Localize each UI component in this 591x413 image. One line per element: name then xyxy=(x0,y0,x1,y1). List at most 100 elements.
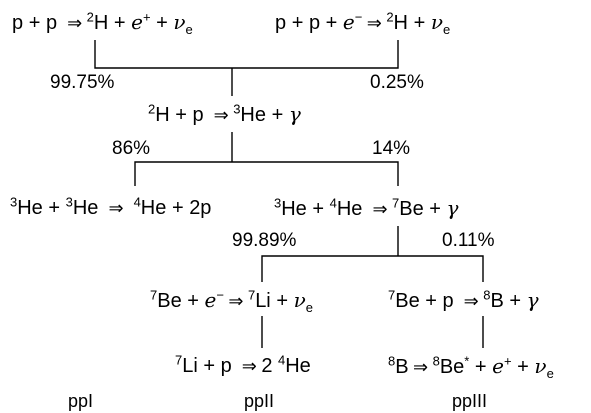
plus: + xyxy=(517,356,529,378)
plus: + xyxy=(425,290,437,312)
charge: − xyxy=(216,287,224,303)
branch-line-lower xyxy=(261,255,484,282)
plus: + xyxy=(171,197,184,219)
mass-number: 3 xyxy=(65,194,73,210)
electron: e xyxy=(204,288,217,312)
branching-pep: 0.25% xyxy=(370,72,424,93)
right-arrow-icon: ⇒ xyxy=(213,105,229,125)
helium-4: He xyxy=(285,355,311,377)
two-protons: 2p xyxy=(189,197,212,219)
gamma-photon: γ xyxy=(288,102,301,126)
reaction-be7-proton-capture: 7Be + p ⇒8B + γ xyxy=(388,288,539,313)
reaction-he3-he4: 3He + 4He ⇒7Be + γ xyxy=(274,196,458,221)
mass-number: 7 xyxy=(247,287,256,303)
electron: e xyxy=(342,10,355,34)
mass-number: 2 xyxy=(148,101,156,117)
helium-4: He xyxy=(140,197,167,219)
right-arrow-icon: ⇒ xyxy=(108,198,124,218)
helium-3: He xyxy=(240,104,266,126)
neutrino: ν xyxy=(534,354,547,378)
mass-number: 4 xyxy=(278,352,286,368)
mass-number: 8 xyxy=(483,287,491,303)
mass-number: 2 xyxy=(386,9,394,25)
proton: p xyxy=(192,104,204,126)
reaction-li7-proton: 7Li + p ⇒2 4He xyxy=(175,352,311,378)
right-arrow-icon: ⇒ xyxy=(67,13,83,33)
plus: + xyxy=(28,12,41,34)
right-arrow-icon: ⇒ xyxy=(463,291,479,311)
mass-number: 7 xyxy=(150,287,158,303)
mass-number: 8 xyxy=(388,353,396,369)
branching-ppII-ppIII: 14% xyxy=(372,138,411,159)
proton: p xyxy=(12,12,24,34)
right-arrow-icon: ⇒ xyxy=(228,291,244,311)
lithium-7: Li xyxy=(255,290,271,312)
boron-8: B xyxy=(395,356,409,378)
gamma-photon: γ xyxy=(446,196,459,220)
beryllium-7: Be xyxy=(157,290,182,312)
branch-line-top xyxy=(94,40,399,69)
plus: + xyxy=(413,12,426,34)
reaction-pp: p + p ⇒2H + e+ + νe xyxy=(12,9,193,37)
branching-pp: 99.75% xyxy=(50,72,115,93)
proton: p xyxy=(220,355,232,377)
mass-number: 4 xyxy=(133,194,141,210)
mass-number: 3 xyxy=(274,195,282,211)
beryllium-7: Be xyxy=(395,290,420,312)
lithium-7: Li xyxy=(182,355,198,377)
mass-number: 3 xyxy=(10,194,18,210)
charge: + xyxy=(504,353,512,369)
mass-number: 7 xyxy=(392,195,400,211)
mass-number: 7 xyxy=(175,352,183,368)
proton: p xyxy=(442,290,454,312)
neutrino-flavor: e xyxy=(546,366,554,381)
neutrino-flavor: e xyxy=(185,22,193,37)
deuterium: H xyxy=(393,12,408,34)
branch-line-middle xyxy=(134,161,399,186)
mass-number: 7 xyxy=(388,287,396,303)
chain-label-ppIII: ppIII xyxy=(452,391,488,411)
boron-8: B xyxy=(490,290,504,312)
positron: e xyxy=(492,354,504,378)
mass-number: 4 xyxy=(329,195,337,211)
plus: + xyxy=(474,356,487,378)
charge: + xyxy=(142,9,151,25)
neutrino-flavor: e xyxy=(442,22,451,37)
coefficient: 2 xyxy=(261,355,273,377)
proton: p xyxy=(45,12,58,34)
chain-label-ppI: ppI xyxy=(68,391,94,411)
mass-number: 2 xyxy=(86,9,94,25)
gamma-photon: γ xyxy=(526,288,539,312)
reaction-he3-he3: 3He + 3He ⇒ 4He + 2p xyxy=(10,194,212,220)
reaction-pep: p + p + e−⇒2H + νe xyxy=(275,9,451,37)
reaction-deuterium-capture: 2H + p ⇒3He + γ xyxy=(148,102,301,127)
branching-ppII: 99.89% xyxy=(232,230,297,251)
deuterium: H xyxy=(155,104,170,126)
excited-state: * xyxy=(464,353,470,369)
helium-3: He xyxy=(72,197,99,219)
neutrino: ν xyxy=(293,288,306,312)
reaction-be7-electron-capture: 7Be + e−⇒7Li + νe xyxy=(150,287,313,314)
mass-number: 3 xyxy=(233,101,241,117)
chain-label-ppII: ppII xyxy=(244,391,275,411)
mass-number: 8 xyxy=(432,353,440,369)
branching-ppIII: 0.11% xyxy=(442,230,495,251)
plus: + xyxy=(187,290,199,312)
beryllium-8: Be xyxy=(439,356,465,378)
plus: + xyxy=(312,198,325,220)
branching-ppI: 86% xyxy=(112,138,151,159)
plus: + xyxy=(429,198,441,220)
plus: + xyxy=(271,104,284,126)
plus: + xyxy=(113,12,126,34)
deuterium: H xyxy=(93,12,109,34)
plus: + xyxy=(48,197,61,219)
plus: + xyxy=(276,290,289,312)
right-arrow-icon: ⇒ xyxy=(372,199,388,219)
right-arrow-icon: ⇒ xyxy=(241,356,257,376)
helium-3: He xyxy=(281,198,307,220)
reaction-b8-decay: 8B⇒8Be* + e+ + νe xyxy=(388,353,554,381)
helium-3: He xyxy=(17,197,43,219)
proton: p xyxy=(308,12,321,34)
